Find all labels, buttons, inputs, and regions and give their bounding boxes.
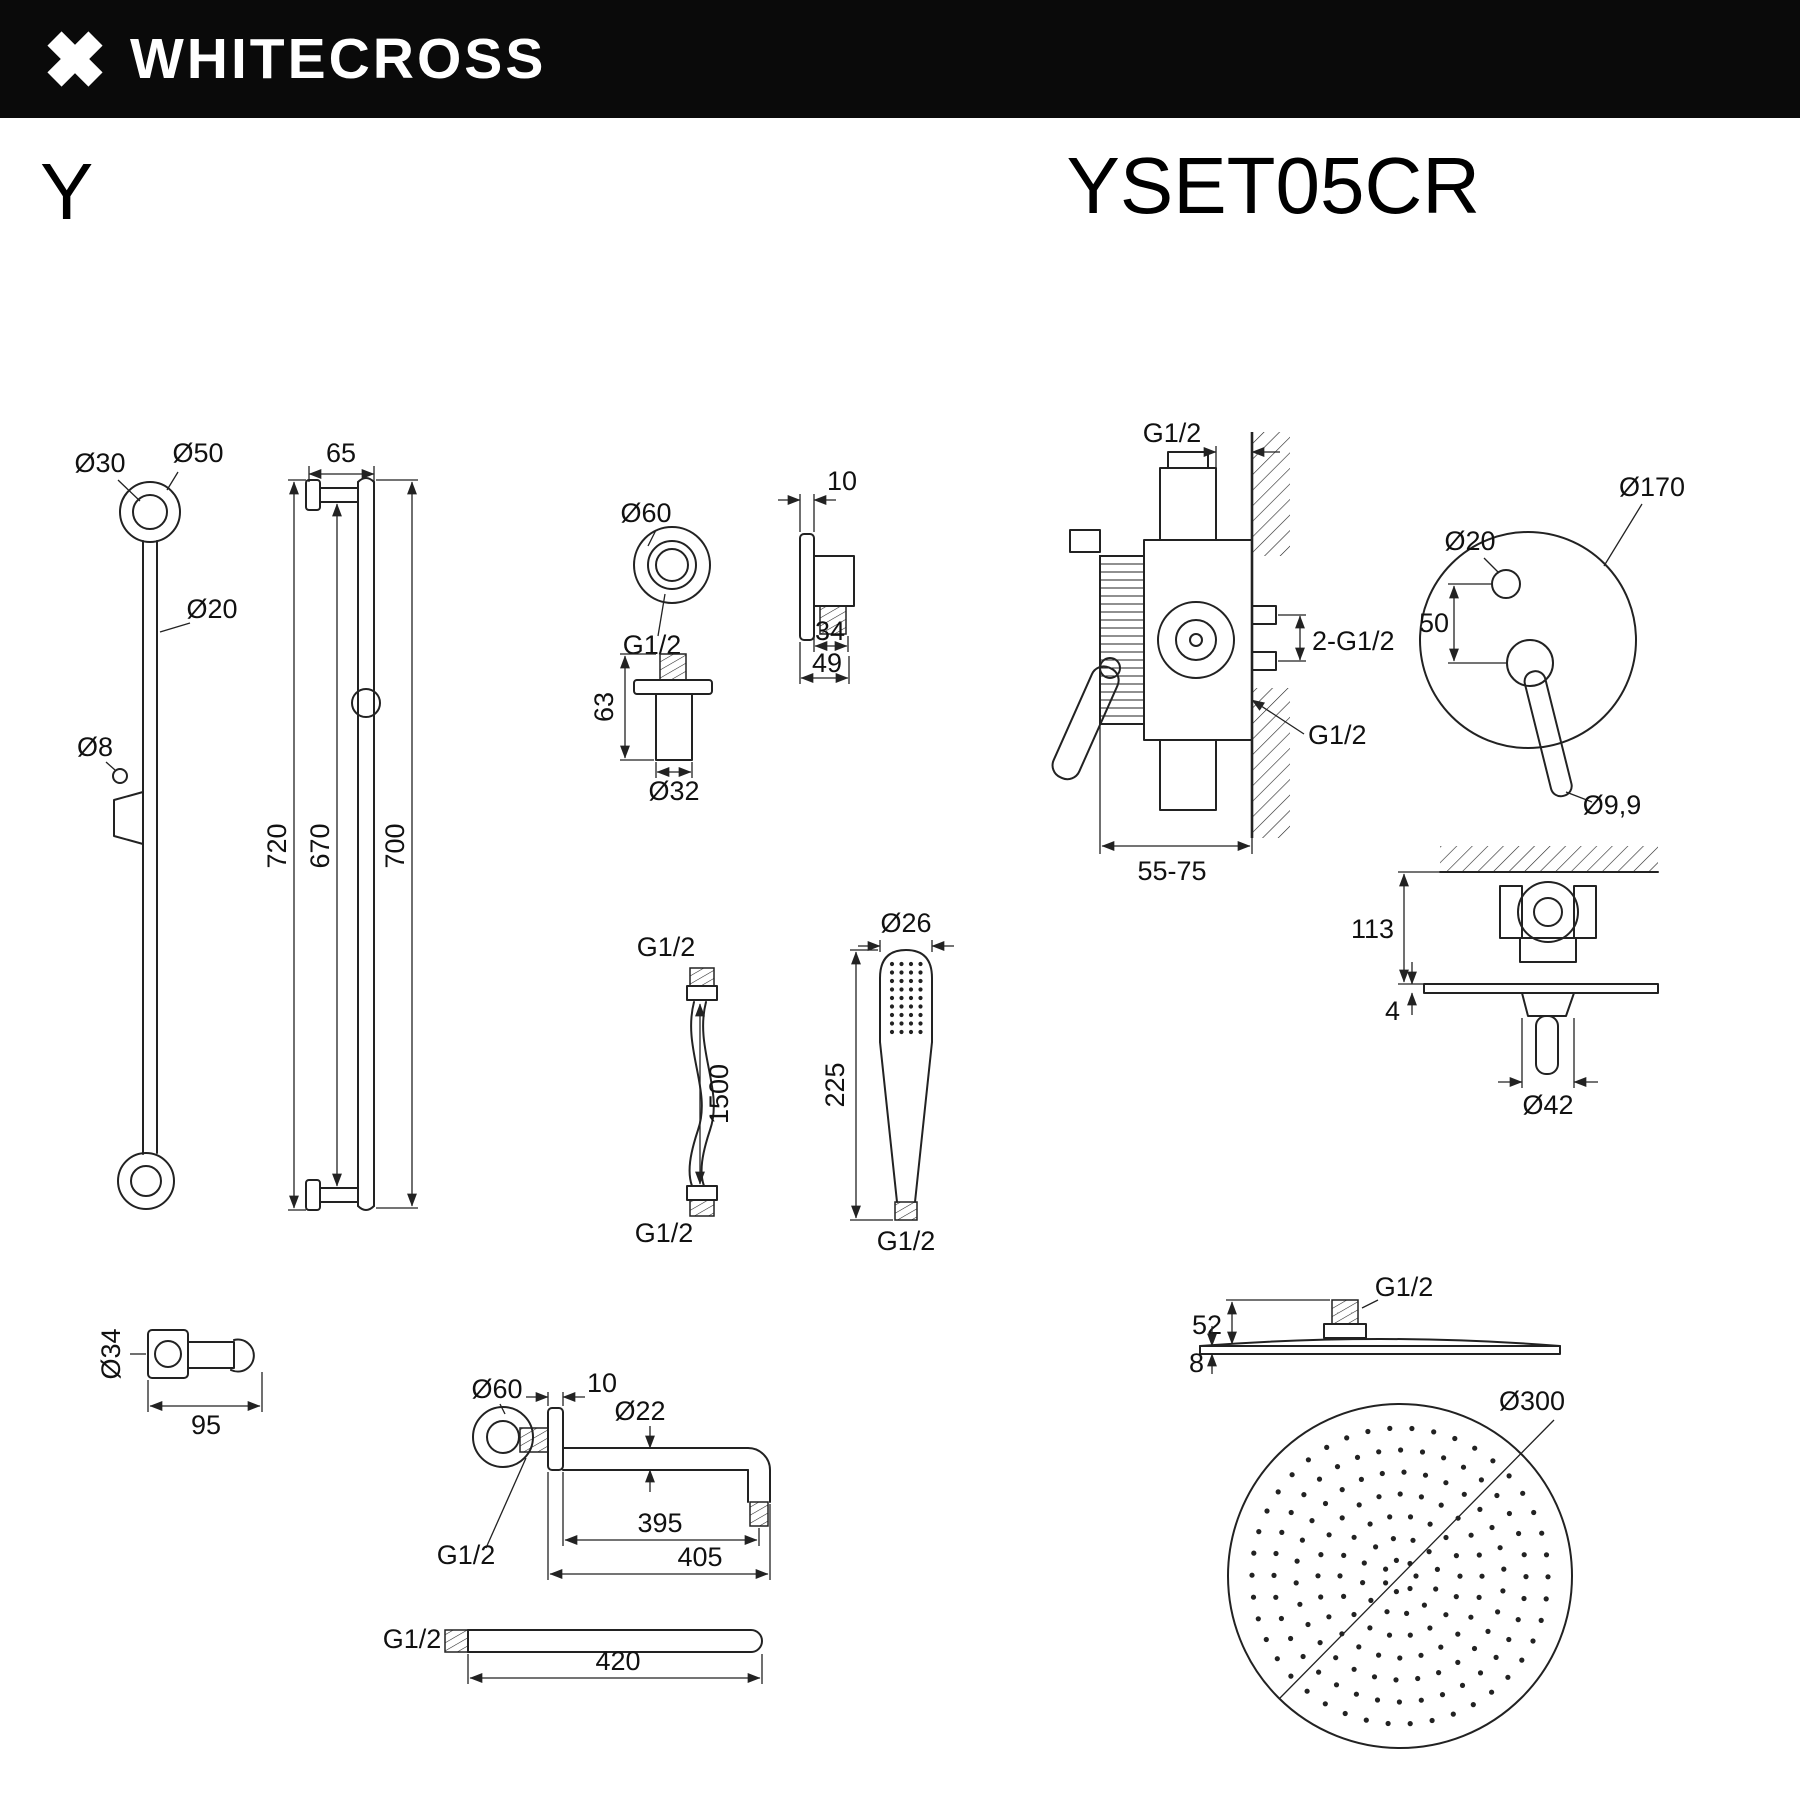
drawing-mixer-side: 113 4 Ø42 bbox=[1351, 846, 1659, 1120]
dim-mixer-2g12: 2-G1/2 bbox=[1312, 626, 1395, 656]
dim-bracket-95: 95 bbox=[191, 1410, 221, 1440]
dim-mixerside-dia42: Ø42 bbox=[1522, 1090, 1573, 1120]
drawing-head-front: Ø300 bbox=[1227, 1386, 1573, 1749]
drawing-slide-bar: Ø30 Ø50 Ø20 Ø8 bbox=[74, 438, 238, 1210]
header-bar: WHITECROSS bbox=[0, 0, 1800, 118]
dim-plate-50: 50 bbox=[1419, 608, 1449, 638]
dim-bar-dia50: Ø50 bbox=[172, 438, 223, 468]
model-number: YSET05CR bbox=[1066, 141, 1480, 230]
brand-name: WHITECROSS bbox=[130, 27, 547, 91]
dim-headfront-dia300: Ø300 bbox=[1499, 1386, 1565, 1416]
dim-bar-700: 700 bbox=[380, 823, 410, 868]
dim-arm-405: 405 bbox=[677, 1542, 722, 1572]
brand-cross-icon bbox=[47, 31, 103, 87]
dim-arm-g12-wall: G1/2 bbox=[437, 1540, 496, 1570]
dim-arm-dia22: Ø22 bbox=[614, 1396, 665, 1426]
dim-hs-dia26: Ø26 bbox=[880, 908, 931, 938]
dim-headside-52: 52 bbox=[1192, 1310, 1222, 1340]
dim-elbow-49: 49 bbox=[812, 648, 842, 678]
dim-bar-dia30: Ø30 bbox=[74, 448, 125, 478]
dim-plate-dia99: Ø9,9 bbox=[1583, 790, 1642, 820]
dim-mixerside-4: 4 bbox=[1385, 996, 1400, 1026]
dim-arm-dia60: Ø60 bbox=[471, 1374, 522, 1404]
drawing-trim-plate: Ø170 Ø20 50 Ø9,9 bbox=[1419, 472, 1685, 820]
dim-bracket-dia34: Ø34 bbox=[96, 1328, 126, 1379]
handshower-spray-dots bbox=[889, 961, 923, 1035]
dim-elbow-10: 10 bbox=[827, 466, 857, 496]
drawing-slide-bar-dimensions: 65 720 670 700 bbox=[262, 438, 418, 1211]
drawing-wall-elbow-side: 10 34 49 bbox=[778, 466, 857, 684]
dim-arm-420: 420 bbox=[595, 1646, 640, 1676]
dim-hs-225: 225 bbox=[820, 1062, 850, 1107]
dim-bar-dia20: Ø20 bbox=[186, 594, 237, 624]
dim-mixer-g12-bottom: G1/2 bbox=[1308, 720, 1367, 750]
dim-mixer-55-75: 55-75 bbox=[1137, 856, 1206, 886]
dim-elbow-63: 63 bbox=[589, 692, 619, 722]
drawing-head-side: G1/2 52 8 bbox=[1189, 1272, 1561, 1378]
dim-arm-g12-inline: G1/2 bbox=[383, 1624, 442, 1654]
dim-headside-8: 8 bbox=[1189, 1348, 1204, 1378]
dim-plate-dia170: Ø170 bbox=[1619, 472, 1685, 502]
dim-elbow-34: 34 bbox=[815, 616, 845, 646]
dim-bar-65: 65 bbox=[326, 438, 356, 468]
dim-hose-g12-bottom: G1/2 bbox=[635, 1218, 694, 1248]
dim-bar-dia8: Ø8 bbox=[77, 732, 113, 762]
dim-elbow-dia60: Ø60 bbox=[620, 498, 671, 528]
dim-hs-g12: G1/2 bbox=[877, 1226, 936, 1256]
drawing-shower-arm: Ø60 10 Ø22 395 405 G1/2 G1/2 420 bbox=[383, 1368, 771, 1684]
drawing-hose: G1/2 G1/2 1500 bbox=[635, 932, 734, 1248]
dim-mixerside-113: 113 bbox=[1351, 914, 1394, 944]
dim-bar-670: 670 bbox=[305, 823, 335, 868]
drawing-wall-elbow-front: Ø60 G1/2 63 Ø32 bbox=[589, 498, 713, 806]
dim-headside-g12: G1/2 bbox=[1375, 1272, 1434, 1302]
dim-plate-dia20: Ø20 bbox=[1444, 526, 1495, 556]
drawing-bracket: Ø34 95 bbox=[96, 1328, 263, 1440]
series-title: Y bbox=[40, 147, 94, 236]
dim-elbow-dia32: Ø32 bbox=[648, 776, 699, 806]
dim-hose-g12-top: G1/2 bbox=[637, 932, 696, 962]
dim-hose-1500: 1500 bbox=[704, 1064, 734, 1124]
dim-arm-10: 10 bbox=[587, 1368, 617, 1398]
drawing-handshower: Ø26 G1/2 225 bbox=[820, 908, 954, 1256]
dim-bar-720: 720 bbox=[262, 823, 292, 868]
dim-arm-395: 395 bbox=[637, 1508, 682, 1538]
dim-mixer-g12-top: G1/2 bbox=[1143, 418, 1202, 448]
drawing-mixer-front: G1/2 2-G1/2 G1/2 55-75 bbox=[1051, 418, 1395, 886]
